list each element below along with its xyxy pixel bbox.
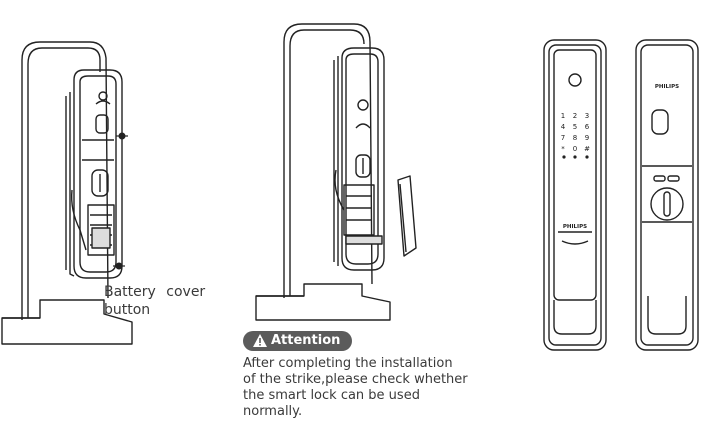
key-5: 5	[573, 123, 577, 131]
note-line-1: After completing the installation	[243, 356, 453, 371]
key-4: 4	[561, 123, 566, 131]
attention-badge: Attention	[243, 331, 352, 351]
key-2: 2	[573, 112, 577, 120]
callout-line-2: button	[104, 302, 151, 318]
key-3: 3	[585, 112, 589, 120]
key-6: 6	[585, 123, 590, 131]
figure-stand-cover-removed	[250, 0, 430, 330]
key-0: 0	[573, 145, 577, 153]
key-9: 9	[585, 134, 589, 142]
note-line-4: normally.	[243, 404, 303, 419]
brand-front: PHILIPS	[563, 224, 587, 230]
attention-label: Attention	[271, 333, 341, 348]
key-8: 8	[573, 134, 577, 142]
figure-front-panel: 1 2 3 4 5 6 7 8 9 * 0 # PHILIPS	[540, 36, 610, 356]
warning-triangle-icon	[252, 333, 268, 348]
figure-back-panel: PHILIPS	[632, 36, 702, 356]
key-hash: #	[584, 145, 590, 153]
key-7: 7	[561, 134, 565, 142]
note-line-3: the smart lock can be used	[243, 388, 420, 403]
callout-line-1: Battery cover	[104, 284, 206, 300]
battery-cover-callout: Battery cover button	[104, 283, 205, 319]
key-1: 1	[561, 112, 565, 120]
key-star: *	[561, 145, 565, 153]
brand-back: PHILIPS	[655, 84, 679, 90]
attention-note: After completing the installation of the…	[243, 356, 513, 420]
note-line-2: of the strike,please check whether	[243, 372, 468, 387]
figure-stand-battery-cover	[0, 0, 240, 360]
